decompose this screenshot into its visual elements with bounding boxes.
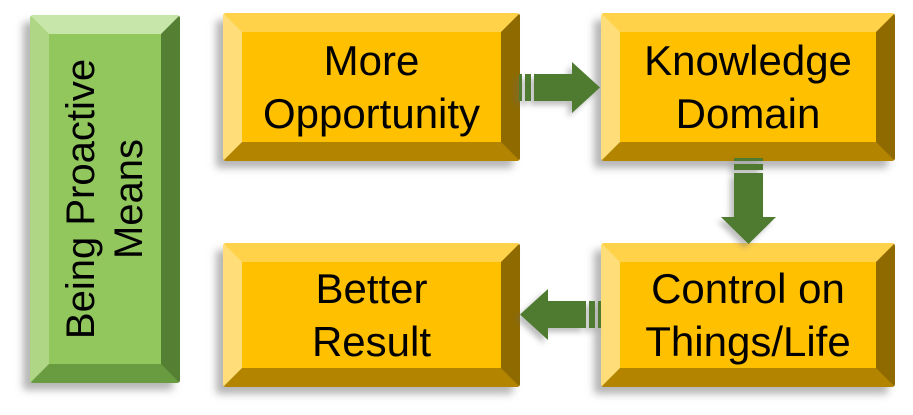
node-better-result-label: Better Result: [312, 262, 431, 368]
title-line-1: Being Proactive: [59, 58, 103, 340]
title-rotation-wrapper: Being Proactive Means: [49, 34, 161, 364]
node-knowledge-line-1: Knowledge: [644, 37, 852, 84]
node-control-on-things-life: Control on Things/Life: [601, 243, 895, 387]
title-text: Being Proactive Means: [57, 34, 153, 364]
node-control-line-2: Things/Life: [645, 318, 851, 365]
node-more-line-2: Opportunity: [262, 90, 481, 137]
node-control-label: Control on Things/Life: [645, 262, 850, 368]
node-better-result: Better Result: [223, 243, 520, 387]
title-box-being-proactive-means: Being Proactive Means: [30, 15, 180, 383]
node-knowledge-domain-label: Knowledge Domain: [644, 34, 852, 140]
striped-left-arrow-icon: [520, 289, 601, 340]
title-line-2: Means: [107, 138, 151, 260]
striped-down-arrow-icon: [720, 158, 777, 244]
node-knowledge-domain: Knowledge Domain: [601, 13, 895, 161]
striped-right-arrow-icon: [519, 62, 600, 113]
node-knowledge-line-2: Domain: [675, 90, 821, 137]
node-better-line-1: Better: [315, 265, 428, 312]
node-more-opportunity: More Opportunity: [223, 13, 520, 161]
node-more-opportunity-label: More Opportunity: [263, 34, 480, 140]
node-control-line-1: Control on: [651, 265, 845, 312]
node-better-line-2: Result: [311, 318, 432, 365]
node-more-line-1: More: [323, 37, 420, 84]
